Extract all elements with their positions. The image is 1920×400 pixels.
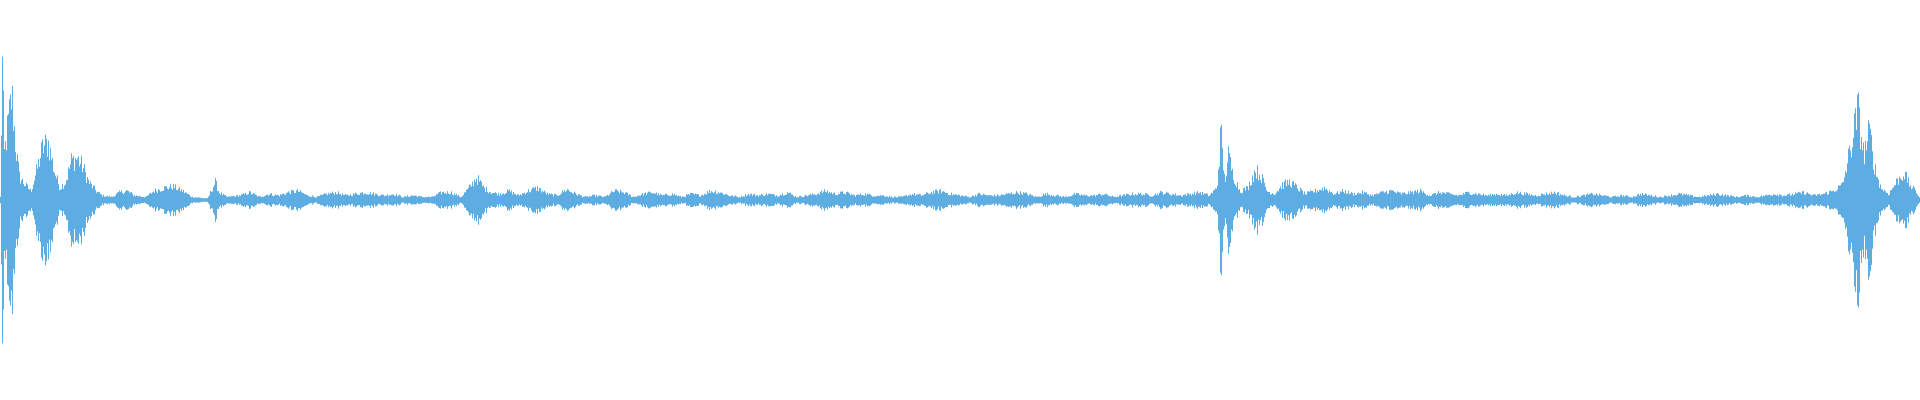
waveform-peaks bbox=[0, 56, 1920, 344]
waveform-path bbox=[0, 56, 1920, 344]
